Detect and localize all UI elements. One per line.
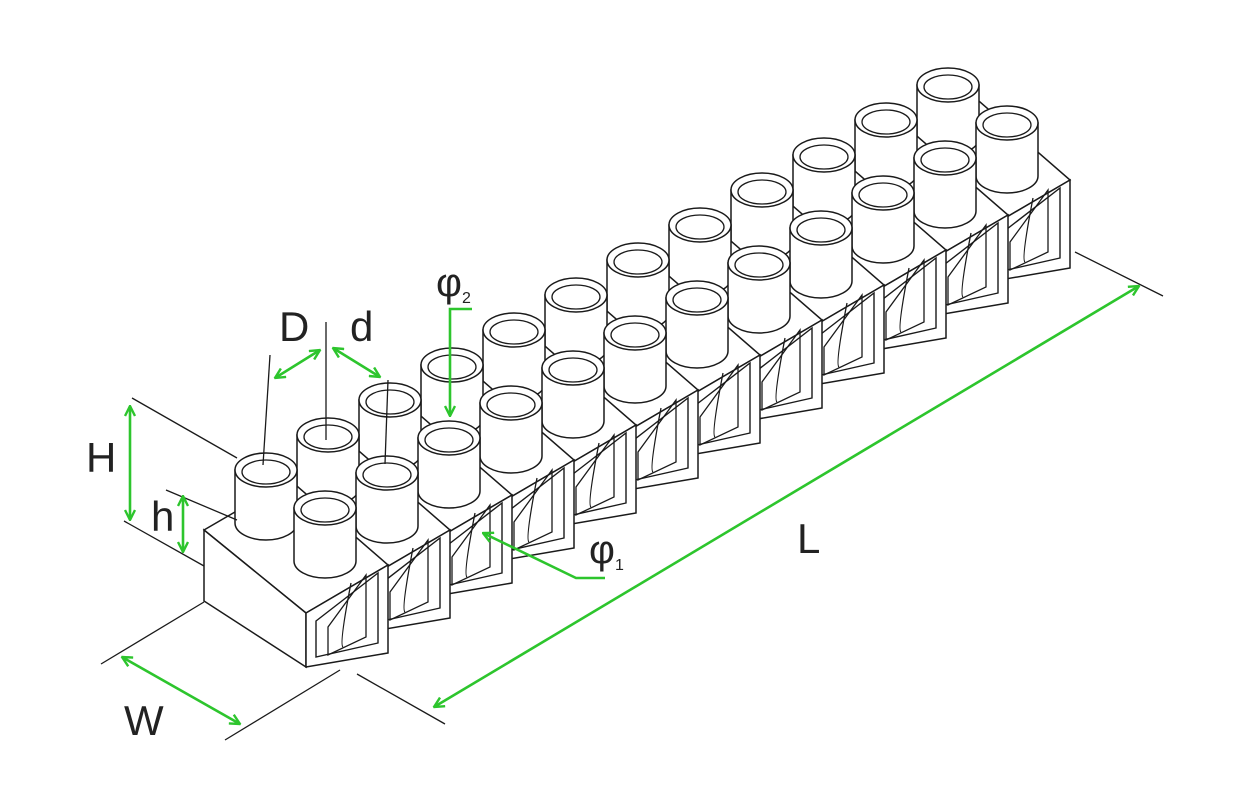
label-D: D [279,303,309,350]
extension-lines [100,251,1164,741]
terminal-block-strip [202,67,1072,669]
collar-bore [551,284,601,310]
collar-bore [548,357,598,383]
length-extension-left [356,673,446,725]
collar-bore [737,179,787,205]
screw-collar-rear-10 [792,137,856,226]
screw-collar-front-5 [541,350,605,439]
clamp-curve [1023,197,1034,263]
collar-bore [241,459,291,485]
collar-bore [486,392,536,418]
collar-bore [920,147,970,173]
screw-collar-front-6 [603,315,667,404]
height-extension-bottom [123,520,205,567]
screw-collar-front-2 [355,455,419,544]
wire-entry-inner [1009,188,1049,272]
dimension-arrows [122,286,1139,724]
collar-bore [982,112,1032,138]
label-H: H [86,434,116,481]
collar-bore [799,144,849,170]
terminal-module-1 [202,452,390,669]
collar-bore [672,287,722,313]
width-extension-front [100,601,205,665]
collar-bore [365,389,415,415]
pitch-D-extension-a [262,354,271,466]
collar-wall [975,122,1039,194]
body-height-extension [165,489,238,521]
collar-wall [355,472,419,544]
screw-collar-rear-2 [296,417,360,506]
wire-entry-outer [315,571,379,658]
screw-collar-front-9 [789,210,853,299]
label-W: W [124,697,164,744]
collar-wall [293,507,357,579]
screw-collar-front-11 [913,140,977,229]
pitch-d-arrow [333,348,380,377]
wire-entry-inner [327,573,367,657]
collar-bore [613,249,663,275]
length-arrow [434,286,1139,707]
collar-bore [675,214,725,240]
width-extension-back [224,669,341,741]
pitch-d-extension [384,379,389,465]
pitch-D-arrow [275,350,320,378]
collar-bore [610,322,660,348]
screw-collar-rear-1 [234,452,298,541]
collar-bore [362,462,412,488]
label-phi1: φ1 [589,528,624,574]
screw-collar-front-1 [293,490,357,579]
collar-bore [300,497,350,523]
module-front-face [305,563,389,668]
screw-collar-front-4 [479,385,543,474]
wire-diameter-leader [483,533,605,580]
screw-collar-front-3 [417,420,481,509]
collar-bore [861,109,911,135]
collar-wall [851,192,915,264]
screw-collar-front-12 [975,105,1039,194]
collar-bore [858,182,908,208]
clamp-curve [341,582,352,648]
collar-bore [303,424,353,450]
label-phi2: φ2 [436,261,471,307]
collar-bore [923,74,973,100]
screw-collar-front-8 [727,245,791,334]
wire-entry-inner [389,538,429,622]
screw-collar-rear-9 [730,172,794,261]
collar-wall [913,157,977,229]
collar-bore [489,319,539,345]
collar-bore [796,217,846,243]
label-d: d [350,303,373,350]
collar-bore [734,252,784,278]
screw-diameter-leader [450,307,472,416]
screw-collar-front-7 [665,280,729,369]
label-h: h [151,493,174,540]
screw-collar-front-10 [851,175,915,264]
label-L: L [797,515,820,562]
width-arrow [122,657,240,724]
clamp-curve [403,547,414,613]
collar-bore [427,354,477,380]
length-extension-right [1074,251,1164,297]
screw-collar-rear-8 [668,207,732,296]
height-extension-top [131,397,238,459]
collar-bore [424,427,474,453]
dimension-labels: L W H h D d φ2 φ1 [86,261,820,744]
